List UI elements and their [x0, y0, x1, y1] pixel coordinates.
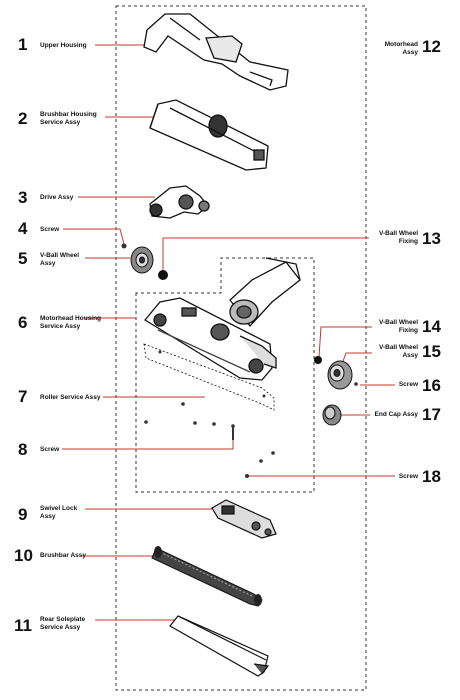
- callout-number-11: 11: [14, 616, 32, 635]
- callout-label-7: Roller Service Assy: [40, 394, 101, 401]
- part-brushbar-housing: [149, 99, 269, 171]
- callout-label-1: Upper Housing: [40, 42, 87, 49]
- callout-number-3: 3: [18, 188, 28, 207]
- part-rear-soleplate: [169, 615, 270, 677]
- part-end-cap-assy: [322, 404, 342, 426]
- callout-label-12: Motorhead Assy: [384, 41, 418, 56]
- callout-label-15: V-Ball Wheel Assy: [378, 344, 418, 359]
- leader-4: [63, 228, 125, 245]
- part-v-ball-wheel-fixing-13: [158, 270, 168, 280]
- callout-label-5: V-Ball Wheel Assy: [40, 252, 80, 267]
- callout-number-18: 18: [422, 467, 441, 486]
- part-brushbar-assy: [151, 546, 263, 607]
- callout-number-4: 4: [18, 219, 28, 238]
- callout-number-14: 14: [422, 317, 441, 336]
- callout-label-9: Swivel Lock Assy: [40, 505, 78, 520]
- callout-number-5: 5: [18, 249, 28, 268]
- leader-8: [62, 428, 234, 450]
- callout-number-17: 17: [422, 405, 441, 424]
- part-screw-18: [245, 474, 249, 478]
- callout-number-16: 16: [422, 376, 441, 395]
- inner-housing-frame: [135, 257, 315, 493]
- part-roller-service-assy: [143, 343, 275, 411]
- part-motorhead-housing: [144, 257, 301, 381]
- callout-number-6: 6: [18, 313, 28, 332]
- callout-number-13: 13: [422, 229, 441, 248]
- callout-label-8: Screw: [40, 446, 60, 453]
- callout-label-2: Brushbar Housing Service Assy: [40, 111, 97, 126]
- part-screw-4: [121, 243, 127, 249]
- callout-number-1: 1: [18, 35, 28, 54]
- callout-label-16: Screw: [398, 381, 418, 388]
- callout-number-10: 10: [14, 546, 33, 565]
- callout-number-7: 7: [18, 387, 28, 406]
- part-screw-16: [354, 382, 358, 386]
- callout-label-13: V-Ball Wheel Fixing: [378, 230, 418, 245]
- part-drive-assy: [149, 185, 210, 219]
- callout-number-8: 8: [18, 440, 28, 459]
- callout-label-4: Screw: [40, 226, 60, 233]
- part-v-ball-wheel-fixing-14: [314, 356, 322, 364]
- callout-label-11: Rear Soleplate Service Assy: [40, 616, 86, 631]
- callout-number-9: 9: [18, 505, 28, 524]
- callout-number-2: 2: [18, 109, 28, 128]
- callout-number-15: 15: [422, 342, 441, 361]
- callout-label-10: Brushbar Assy: [40, 552, 86, 559]
- callout-label-18: Screw: [398, 473, 418, 480]
- callout-label-6: Motorhead Housing Service Assy: [40, 315, 102, 330]
- leader-15: [341, 352, 372, 365]
- leader-lines: [62, 44, 395, 621]
- callout-number-12: 12: [422, 37, 441, 56]
- part-swivel-lock-assy: [211, 499, 277, 539]
- part-upper-housing: [143, 13, 289, 91]
- outer-assembly-frame: [115, 5, 367, 691]
- part-screws-8: [144, 402, 275, 463]
- leader-14: [318, 326, 372, 358]
- part-v-ball-wheel-left: [130, 246, 154, 274]
- callout-label-14: V-Ball Wheel Fixing: [378, 319, 418, 334]
- part-v-ball-wheel-right: [327, 360, 353, 390]
- callout-label-17: End Cap Assy: [374, 411, 418, 418]
- callout-label-3: Drive Assy: [40, 194, 74, 201]
